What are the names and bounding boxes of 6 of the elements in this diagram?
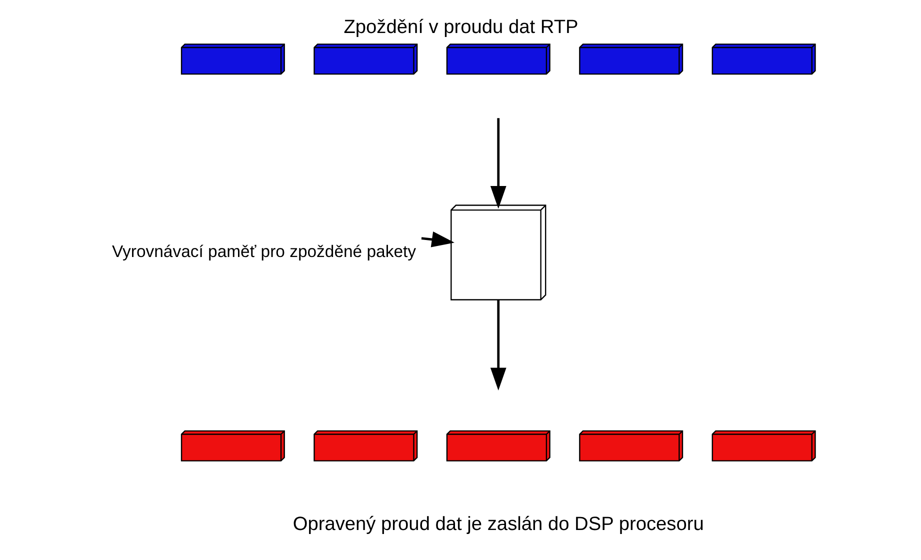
node-text: Vyrovnávací paměť pro zpožděné pakety <box>112 242 416 261</box>
diagram-title: Zpoždění v proudu dat RTP <box>343 17 578 38</box>
arrow <box>420 231 454 248</box>
caption: Opravený proud dat je zaslán do DSP procesoru <box>292 514 704 535</box>
arrow <box>490 300 506 390</box>
arrow <box>490 118 506 209</box>
